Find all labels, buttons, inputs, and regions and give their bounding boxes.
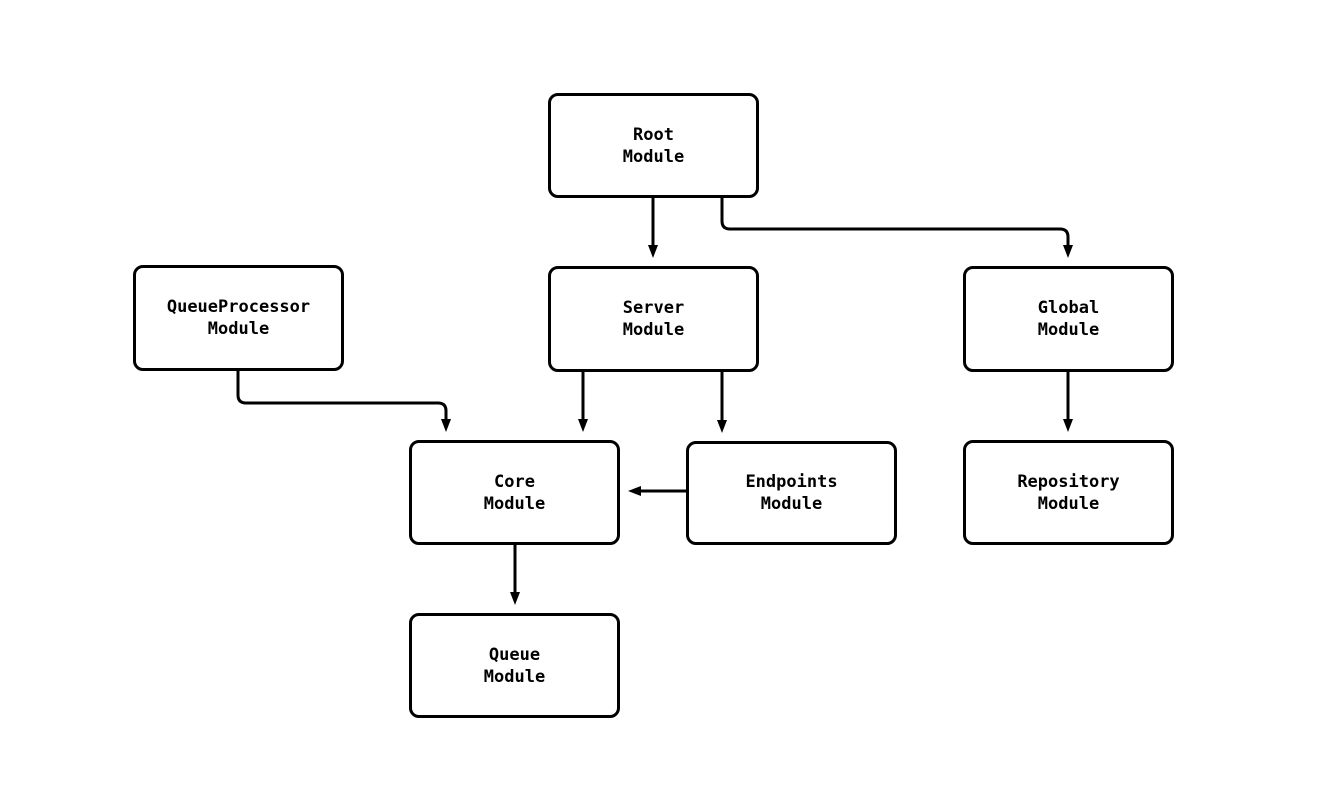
node-queue-module-line1: Queue [488,644,541,665]
node-core-module-line1: Core [494,471,535,492]
node-queueprocessor-module-line1: QueueProcessor [166,297,311,317]
node-queueprocessor-module-line2: Module [207,319,270,339]
node-endpoints-module[interactable]: Endpoints Module [686,441,897,545]
node-core-module[interactable]: Core Module [409,440,620,545]
node-repository-module[interactable]: Repository Module [963,440,1174,545]
node-root-module-line2: Module [622,146,685,167]
node-server-module-line2: Module [622,320,685,340]
node-global-module[interactable]: Global Module [963,266,1174,372]
node-server-module-line1: Server [622,298,685,318]
node-core-module-line2: Module [483,493,546,514]
node-repository-module-line2: Module [1037,493,1100,514]
node-root-module[interactable]: Root Module [548,93,759,198]
edge-queueprocessor-core [236,371,451,432]
node-root-module-line1: Root [633,124,674,145]
node-queueprocessor-module[interactable]: QueueProcessor Module [133,265,344,371]
node-queue-module[interactable]: Queue Module [409,613,620,718]
node-endpoints-module-line2: Module [760,494,823,514]
node-server-module[interactable]: Server Module [548,266,759,372]
node-queue-module-line2: Module [483,666,546,687]
node-global-module-line1: Global [1037,298,1100,318]
node-global-module-line2: Module [1037,320,1100,340]
edge-root-global [720,198,1073,258]
node-repository-module-line1: Repository [1017,471,1120,492]
node-endpoints-module-line1: Endpoints [745,472,838,492]
